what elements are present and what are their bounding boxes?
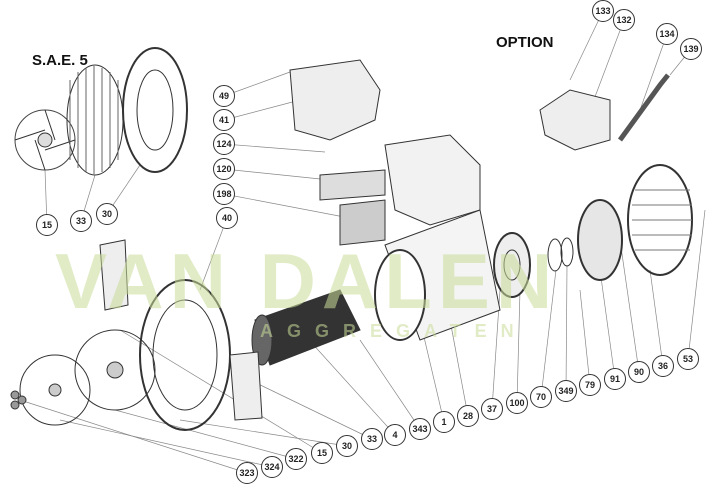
part-322-callout: 322 bbox=[285, 448, 307, 470]
leader-line bbox=[649, 269, 664, 367]
option-cover bbox=[539, 89, 611, 151]
leader-line bbox=[565, 264, 568, 392]
part-15-top-callout: 15 bbox=[36, 214, 58, 236]
part-323-callout: 323 bbox=[236, 462, 258, 484]
part-4-callout: 4 bbox=[384, 424, 406, 446]
leader-line bbox=[589, 19, 625, 111]
part-53-callout: 53 bbox=[677, 348, 699, 370]
rectifier bbox=[577, 199, 623, 281]
part-343-callout: 343 bbox=[409, 418, 431, 440]
part-40-callout: 40 bbox=[216, 207, 238, 229]
part-132-callout: 132 bbox=[613, 9, 635, 31]
adapter-top bbox=[122, 47, 188, 173]
part-49-callout: 49 bbox=[213, 85, 235, 107]
grille-bottom bbox=[229, 351, 263, 421]
leader-line bbox=[619, 239, 640, 373]
rear-cover bbox=[627, 164, 693, 276]
part-1-callout: 1 bbox=[433, 411, 455, 433]
part-33-callout: 33 bbox=[361, 428, 383, 450]
part-139-callout: 139 bbox=[680, 38, 702, 60]
terminal-cover bbox=[289, 59, 381, 141]
leader-line bbox=[249, 379, 373, 440]
exciter bbox=[493, 232, 531, 298]
option-title: OPTION bbox=[496, 34, 554, 51]
part-41-callout: 41 bbox=[213, 109, 235, 131]
leader-line bbox=[59, 419, 273, 468]
leader-line bbox=[223, 193, 361, 221]
part-70-callout: 70 bbox=[530, 386, 552, 408]
watermark-sub: AGGREGATEN bbox=[260, 321, 528, 341]
part-37-callout: 37 bbox=[481, 398, 503, 420]
part-36-callout: 36 bbox=[652, 355, 674, 377]
part-324-callout: 324 bbox=[261, 456, 283, 478]
leader-line bbox=[599, 269, 616, 380]
mesh-top bbox=[66, 64, 124, 176]
terminal-box bbox=[384, 134, 481, 226]
leader-line bbox=[639, 33, 668, 111]
grille-left bbox=[99, 239, 129, 311]
leader-line bbox=[516, 289, 521, 404]
part-134-callout: 134 bbox=[656, 23, 678, 45]
part-124-callout: 124 bbox=[213, 133, 235, 155]
leader-line bbox=[223, 71, 291, 97]
leader-line bbox=[569, 10, 604, 81]
leader-line bbox=[223, 168, 331, 181]
part-15-callout: 15 bbox=[311, 442, 333, 464]
part-79-callout: 79 bbox=[579, 374, 601, 396]
leader-line bbox=[687, 209, 706, 360]
leader-line bbox=[579, 289, 591, 386]
part-30-top-callout: 30 bbox=[96, 203, 118, 225]
leader-line bbox=[114, 409, 297, 460]
sae-title: S.A.E. 5 bbox=[32, 52, 88, 69]
fan-front bbox=[74, 329, 156, 411]
part-91-callout: 91 bbox=[604, 368, 626, 390]
part-33-top-callout: 33 bbox=[70, 210, 92, 232]
part-28-callout: 28 bbox=[457, 405, 479, 427]
leader-line bbox=[359, 339, 421, 430]
leader-line bbox=[119, 329, 323, 454]
part-198-callout: 198 bbox=[213, 183, 235, 205]
leader-line bbox=[540, 269, 557, 398]
leader-line bbox=[223, 99, 301, 121]
stator-housing bbox=[374, 209, 501, 341]
part-349-callout: 349 bbox=[555, 380, 577, 402]
watermark-brand: VAN DALEN bbox=[55, 237, 559, 325]
terminal-board bbox=[319, 169, 386, 246]
part-30-callout: 30 bbox=[336, 435, 358, 457]
rings bbox=[547, 237, 574, 272]
option-hose bbox=[617, 73, 670, 142]
leader-line bbox=[179, 419, 348, 447]
leader-line bbox=[199, 217, 228, 291]
part-100-callout: 100 bbox=[506, 392, 528, 414]
part-90-callout: 90 bbox=[628, 361, 650, 383]
part-133-callout: 133 bbox=[592, 0, 614, 22]
coupling-disc bbox=[19, 354, 91, 426]
part-120-callout: 120 bbox=[213, 158, 235, 180]
leader-line bbox=[223, 143, 326, 153]
bolts bbox=[10, 390, 27, 410]
leader-line bbox=[449, 319, 469, 417]
fan-top bbox=[14, 109, 76, 171]
